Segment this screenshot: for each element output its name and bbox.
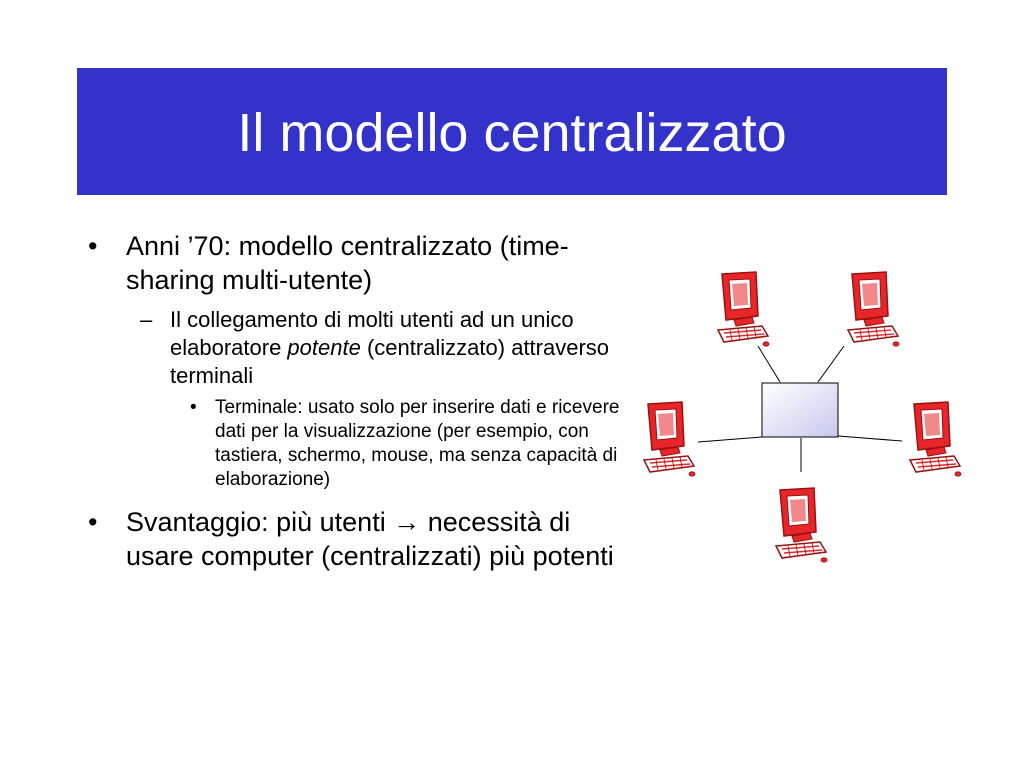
sub-sub-bullet-text: Terminale: usato solo per inserire dati … [215, 397, 620, 490]
right-arrow-icon: → [393, 507, 421, 537]
bullet-text: Anni ’70: modello centralizzato (time-sh… [126, 231, 569, 295]
sub-bullet-marker: – [140, 307, 153, 332]
bullet-text-post: necessità di usare computer (centralizza… [126, 507, 614, 571]
bullet-content: • Anni ’70: modello centralizzato (time-… [88, 229, 628, 573]
link-line-top-right [817, 345, 845, 383]
sub-sub-bullet-terminale: • Terminale: usato solo per inserire dat… [88, 396, 628, 492]
title-bar: Il modello centralizzato [77, 68, 947, 195]
bullet-marker: • [88, 231, 98, 261]
link-line-right [837, 435, 903, 442]
bullet-svantaggio: • Svantaggio: più utenti → necessità di … [88, 505, 628, 573]
sub-bullet-collegamento: – Il collegamento di molti utenti ad un … [88, 306, 628, 390]
computer-icon [640, 400, 698, 478]
computer-icon [772, 486, 830, 564]
computer-icon [714, 270, 772, 348]
network-lines [697, 345, 903, 472]
link-line-top-left [757, 345, 781, 383]
sub-sub-bullet-marker: • [190, 397, 197, 418]
computer-icon [906, 400, 964, 478]
bullet-anni-70: • Anni ’70: modello centralizzato (time-… [88, 229, 628, 297]
centralized-network-diagram [630, 260, 970, 570]
bullet-marker: • [88, 507, 98, 537]
link-line-left [697, 436, 763, 443]
server-box-icon [761, 382, 839, 438]
sub-bullet-text-emphasis: potente [287, 335, 361, 360]
bullet-text-pre: Svantaggio: più utenti [126, 507, 394, 537]
computer-icon [844, 270, 902, 348]
sub-bullet-text-pre: Il collegamento di molti utenti ad un un… [170, 307, 574, 360]
sub-bullet-text-post: (centralizzato) attraverso terminali [170, 335, 610, 388]
slide-title: Il modello centralizzato [237, 102, 787, 163]
